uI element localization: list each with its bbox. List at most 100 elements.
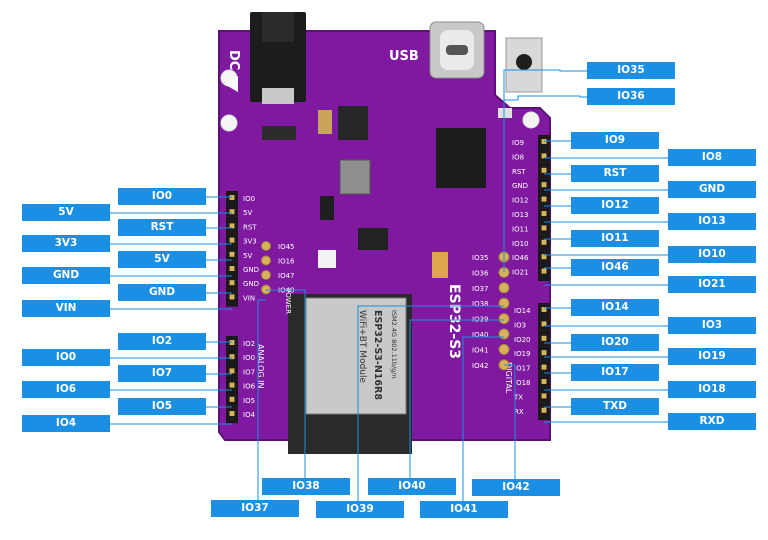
module-line-3: ISM2.4G 802.11b/g/n <box>390 310 398 379</box>
module-line-2: WiFi+BT Module <box>357 310 367 383</box>
silk-pin-label: IO47 <box>278 272 294 280</box>
right-upper-header <box>538 135 550 281</box>
header-pin <box>541 321 547 327</box>
header-pin <box>229 266 235 271</box>
label-left-2: RST <box>118 219 206 236</box>
silk-pin-label: IO0 <box>243 354 255 362</box>
header-pin <box>541 196 547 202</box>
regulator <box>338 106 368 140</box>
silk-pin-label: IO11 <box>512 225 528 233</box>
pad <box>261 255 271 266</box>
header-pin <box>541 254 547 260</box>
header-pin <box>541 153 547 159</box>
silk-pin-label: GND <box>243 266 259 274</box>
silk-pin-label: IO5 <box>243 397 255 405</box>
leader-line <box>266 289 306 478</box>
header-pin <box>541 211 547 216</box>
label-right-13: IO3 <box>668 317 756 334</box>
silk-pin-label: 5V <box>243 209 252 217</box>
silk-pin-label: 3V3 <box>243 238 257 246</box>
right-lower-header <box>538 303 550 421</box>
header-pin <box>541 182 547 188</box>
silk-pin-label: RX <box>514 408 524 416</box>
leader-line <box>503 95 587 272</box>
silk-pin-label: IO12 <box>512 197 528 205</box>
header-pin <box>541 268 547 274</box>
inductor <box>339 159 371 195</box>
pad <box>261 270 271 280</box>
leader-line <box>357 305 504 501</box>
small-ic <box>358 228 388 250</box>
silk-pin-label: IO17 <box>514 365 530 373</box>
silk-pin-label: RST <box>512 168 526 176</box>
label-left-12: IO5 <box>118 398 206 415</box>
reset-button[interactable] <box>505 37 543 93</box>
label-left-10: IO7 <box>118 365 206 382</box>
label-right-10: IO46 <box>571 259 659 276</box>
label-right-15: IO19 <box>668 348 756 365</box>
label-right-3: IO8 <box>668 149 756 166</box>
pad <box>498 343 510 355</box>
silk-digital: DIGITAL <box>504 362 513 394</box>
leader-line <box>504 364 516 479</box>
silk-pin-label: IO19 <box>514 350 530 358</box>
silk-pin-label: IO20 <box>514 336 530 344</box>
capacitor <box>320 196 334 220</box>
silk-pin-label: IO16 <box>278 258 295 266</box>
header-pin <box>229 382 235 388</box>
label-right-9: IO10 <box>668 246 756 263</box>
label-right-0: IO35 <box>587 62 675 79</box>
smd-led <box>498 108 512 118</box>
label-left-13: IO4 <box>22 415 110 432</box>
silk-esp: ESP32-S3 <box>446 284 462 359</box>
leader-line <box>257 299 266 500</box>
silk-pin-label: IO10 <box>512 240 528 248</box>
silk-pin-label: VIN <box>243 294 255 302</box>
header-pin <box>541 350 547 356</box>
label-left-6: GND <box>118 284 206 301</box>
label-right-17: IO18 <box>668 381 756 398</box>
header-pin <box>541 307 547 312</box>
header-pin <box>541 225 547 231</box>
label-left-7: VIN <box>22 300 110 317</box>
silk-pin-label: 5V <box>243 252 252 260</box>
silk-pin-label: IO38 <box>472 300 488 308</box>
usb-uart-chip <box>436 128 486 188</box>
silk-pin-label: IO41 <box>472 346 488 354</box>
silk-pin-label: IO7 <box>243 368 255 376</box>
silk-pin-label: IO0 <box>243 195 255 203</box>
label-right-19: RXD <box>668 413 756 430</box>
silk-pin-label: IO9 <box>512 139 524 147</box>
middle-pad-column <box>261 241 271 295</box>
label-left-5: GND <box>22 267 110 284</box>
silk-pin-label: IO36 <box>472 269 489 277</box>
label-left-8: IO2 <box>118 333 206 350</box>
usb-c-port <box>429 21 485 79</box>
header-pin <box>229 223 235 229</box>
label-right-5: GND <box>668 181 756 198</box>
silk-pin-label: IO37 <box>472 285 488 293</box>
header-pin <box>229 209 235 215</box>
mount-hole <box>522 111 540 129</box>
module-line-1: ESP32-S3-N16R8 <box>372 310 383 400</box>
label-right-14: IO20 <box>571 334 659 351</box>
label-right-7: IO13 <box>668 213 756 230</box>
label-right-12: IO14 <box>571 299 659 316</box>
pad <box>261 241 271 251</box>
label-left-4: 5V <box>118 251 206 268</box>
header-pin <box>229 294 235 300</box>
leader-lines <box>110 69 668 501</box>
header-pin <box>229 251 235 257</box>
silk-pin-label: GND <box>512 182 528 190</box>
header-pin <box>541 167 547 173</box>
silk-pin-label: IO46 <box>512 254 529 262</box>
silk-usb: USB <box>389 49 419 64</box>
label-right-6: IO12 <box>571 197 659 214</box>
header-pin <box>229 354 235 360</box>
label-bottom-3: IO37 <box>211 500 299 517</box>
silk-dc: DC <box>226 50 241 70</box>
leader-line <box>462 336 504 501</box>
silk-pin-label: IO40 <box>472 331 488 339</box>
silk-pin-label: IO45 <box>278 243 294 251</box>
